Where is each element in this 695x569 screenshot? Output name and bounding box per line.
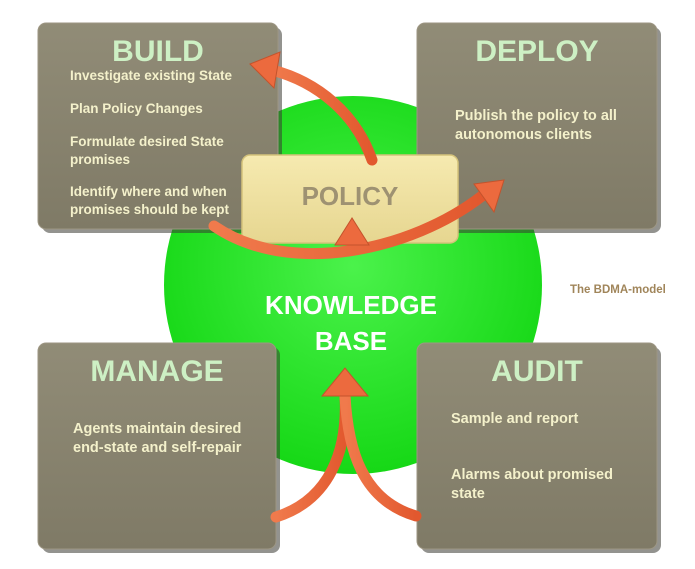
deploy-title: DEPLOY (475, 35, 598, 68)
knowledge-base-line1: KNOWLEDGE (265, 290, 437, 320)
audit-item-2: Alarms about promised (451, 467, 613, 483)
manage-audit-arrow (270, 367, 422, 523)
deploy-item-1: Publish the policy to all (455, 108, 617, 124)
build-box: BUILD Investigate existing State Plan Po… (37, 22, 282, 233)
knowledge-base-line2: BASE (315, 326, 387, 356)
build-item-4: Identify where and when (70, 184, 227, 199)
audit-box: AUDIT Sample and report Alarms about pro… (416, 342, 661, 553)
build-item-2: Plan Policy Changes (70, 101, 203, 116)
caption: The BDMA-model (570, 284, 666, 296)
policy-box: POLICY (241, 154, 459, 244)
manage-item-1: Agents maintain desired (73, 421, 241, 437)
manage-box: MANAGE Agents maintain desired end-state… (37, 342, 280, 553)
audit-item-1: Sample and report (451, 411, 578, 427)
audit-title: AUDIT (491, 355, 583, 388)
build-item-1: Investigate existing State (70, 68, 233, 83)
build-item-3-cont: promises (70, 152, 130, 167)
deploy-item-1-cont: autonomous clients (455, 127, 592, 143)
policy-label: POLICY (302, 181, 399, 211)
build-item-3: Formulate desired State (70, 134, 224, 149)
build-title: BUILD (112, 35, 204, 68)
manage-item-1-cont: end-state and self-repair (73, 440, 242, 456)
build-arrow (249, 51, 378, 166)
policy-arrow (334, 217, 370, 286)
audit-item-2-cont: state (451, 486, 485, 502)
manage-title: MANAGE (90, 355, 223, 388)
deploy-box: DEPLOY Publish the policy to all autonom… (416, 22, 661, 233)
build-item-4-cont: promises should be kept (70, 202, 230, 217)
